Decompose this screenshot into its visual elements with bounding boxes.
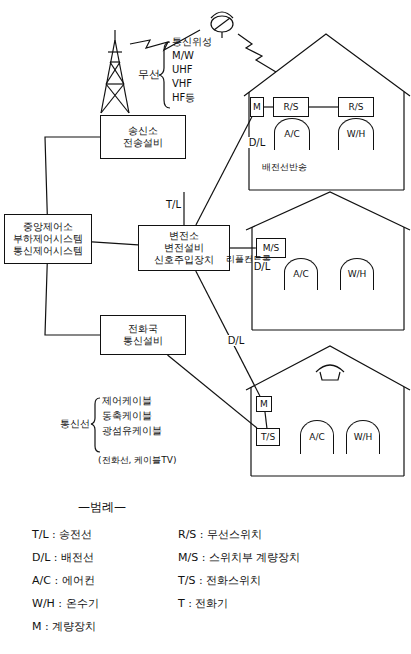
connector-line: [92, 242, 138, 245]
connector-line: [309, 106, 338, 107]
legend-entry: T/S : 전화스위치: [178, 574, 261, 587]
device-box: M: [256, 396, 272, 412]
facility-text: 송신소: [128, 125, 158, 137]
line-label: D/L: [227, 335, 246, 346]
legend-entry: D/L : 배전선: [32, 551, 94, 564]
facility-text: 통신설비: [123, 335, 163, 347]
house: [246, 346, 410, 476]
device-text: A/C: [284, 129, 299, 140]
connector-line: [45, 137, 100, 214]
device-text: A/C: [293, 269, 308, 280]
annotation: 제어케이블: [102, 395, 152, 407]
device-text: W/H: [348, 269, 367, 280]
bracket: [159, 42, 170, 108]
transmission-tower: [101, 30, 129, 113]
facility-text: 전송설비: [123, 137, 163, 149]
facility-box: 전화국통신설비: [100, 315, 186, 355]
annotation: UHF: [172, 64, 193, 76]
legend-entry: T : 전화기: [178, 597, 228, 610]
device-text: T/S: [261, 432, 275, 443]
legend-entry: M/S : 스위치부 계량장치: [178, 551, 300, 564]
facility-box: 송신소전송설비: [100, 115, 186, 159]
facility-box: 중앙제어소부하제어시스템통신제어시스템: [4, 214, 92, 264]
telephone: [316, 365, 344, 380]
appliance-arch: W/H: [340, 258, 374, 290]
annotation: HF등: [172, 92, 195, 104]
device-box: R/S: [273, 97, 309, 117]
facility-text: 변전설비: [164, 242, 204, 254]
house: [246, 192, 410, 330]
device-text: W/H: [354, 432, 373, 443]
facility-text: 중앙제어소: [23, 221, 73, 233]
transmission-line: [183, 192, 184, 225]
annotation: 통신위성: [172, 36, 212, 48]
connector-line: [265, 412, 267, 428]
device-text: M: [253, 102, 261, 113]
annotation: 배전선반송: [262, 162, 307, 173]
legend-entry: M : 계량장치: [32, 620, 96, 633]
facility-box: 변전소변전설비신호주입장치: [138, 225, 230, 271]
legend-heading: —범례—: [78, 500, 126, 514]
appliance-arch: W/H: [338, 118, 374, 150]
annotation: 무선: [138, 68, 160, 81]
device-text: M: [260, 399, 268, 410]
annotation: 광섬유케이블: [102, 425, 162, 437]
connector-line: [196, 271, 260, 396]
annotation: (전화선, 케이블TV): [98, 455, 176, 466]
facility-text: 변전소: [169, 230, 199, 242]
wireless-bolt: [238, 34, 276, 72]
connector-line: [45, 264, 100, 335]
connector-line: [196, 117, 252, 225]
device-text: R/S: [284, 102, 299, 113]
device-box: R/S: [338, 97, 374, 117]
line-label: D/L: [248, 137, 267, 148]
appliance-arch: A/C: [300, 420, 334, 454]
annotation: 동축케이블: [102, 410, 152, 422]
facility-text: 통신제어시스템: [13, 245, 83, 257]
legend-entry: W/H : 온수기: [32, 597, 99, 610]
device-box: M: [250, 97, 264, 117]
device-text: M/S: [263, 243, 280, 254]
bracket: [91, 398, 100, 452]
device-text: W/H: [347, 129, 366, 140]
line-label: D/L: [253, 261, 272, 272]
appliance-arch: A/C: [284, 258, 318, 290]
device-box: T/S: [256, 428, 280, 446]
connector-line: [230, 247, 256, 248]
appliance-arch: A/C: [274, 118, 310, 150]
legend-entry: A/C : 에어컨: [32, 574, 95, 587]
connector-line: [168, 355, 257, 428]
connector-line: [264, 106, 273, 107]
legend-entry: T/L : 송전선: [32, 528, 92, 541]
annotation: VHF: [172, 78, 192, 90]
appliance-arch: W/H: [346, 420, 380, 454]
facility-text: 신호주입장치: [154, 254, 214, 266]
device-text: R/S: [349, 102, 364, 113]
satellite: [211, 12, 233, 38]
legend-entry: R/S : 무선스위치: [178, 528, 262, 541]
house: [244, 34, 410, 190]
device-text: A/C: [309, 432, 324, 443]
facility-text: 부하제어시스템: [13, 233, 83, 245]
annotation: M/W: [172, 50, 194, 62]
annotation: 통신선: [60, 418, 90, 430]
annotation: T/L: [166, 199, 181, 211]
facility-text: 전화국: [128, 323, 158, 335]
